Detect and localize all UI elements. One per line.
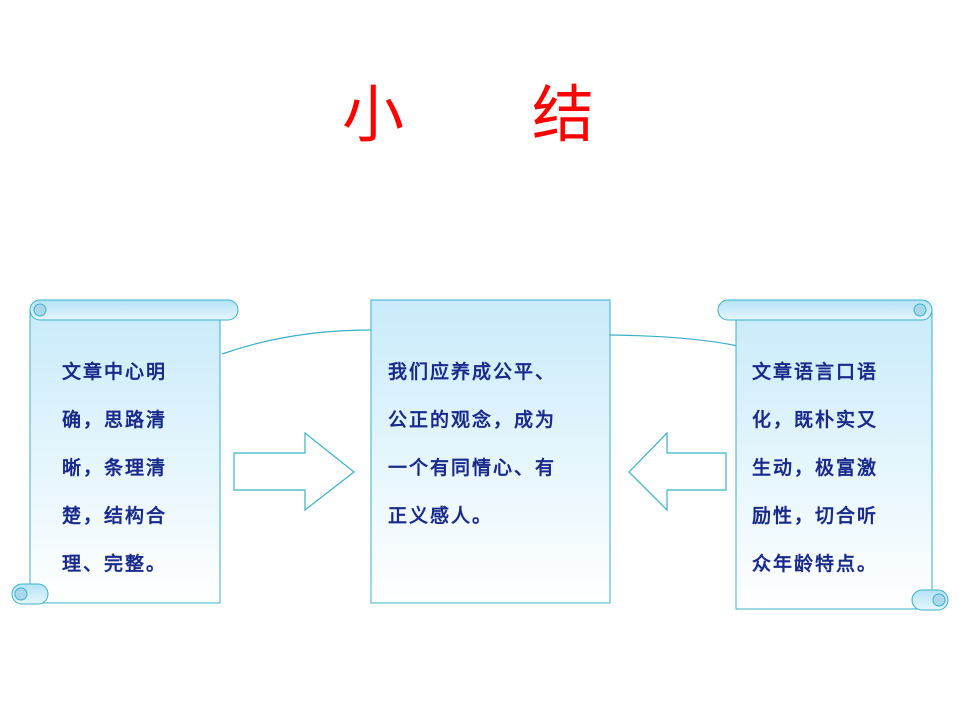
text-line: 确，思路清 (62, 409, 168, 431)
text-line: 文章语言口语 (752, 361, 879, 383)
text-line: 励性，切合听 (752, 505, 879, 527)
left-arrow (628, 431, 727, 512)
right-scroll (717, 299, 949, 611)
center-box (370, 299, 611, 604)
text-line: 化，既朴实又 (752, 409, 879, 431)
text-line: 理、完整。 (62, 553, 168, 575)
page-title: 小 结 (0, 70, 960, 160)
text-line: 文章中心明 (62, 361, 168, 383)
left-scroll-text: 文章中心明 确，思路清 晰，条理清 楚，结构合 理、完整。 (62, 348, 200, 588)
center-box-text: 我们应养成公平、 公正的观念，成为 一个有同情心、有 正义感人。 (388, 348, 600, 540)
title-char-right: 结 (532, 78, 595, 151)
right-arrow (233, 431, 355, 512)
left-scroll (11, 299, 239, 605)
title-char-left: 小 (342, 78, 405, 151)
text-line: 一个有同情心、有 (388, 457, 557, 479)
text-line: 众年龄特点。 (752, 553, 879, 575)
text-line: 我们应养成公平、 (388, 361, 557, 383)
text-line: 公正的观念，成为 (388, 409, 557, 431)
text-line: 生动，极富激 (752, 457, 879, 479)
right-scroll-text: 文章语言口语 化，既朴实又 生动，极富激 励性，切合听 众年龄特点。 (752, 348, 916, 588)
connector-arc-left (221, 329, 372, 355)
text-line: 晰，条理清 (62, 457, 168, 479)
connector-arc-right (609, 334, 739, 347)
text-line: 楚，结构合 (62, 505, 168, 527)
text-line: 正义感人。 (388, 505, 494, 527)
